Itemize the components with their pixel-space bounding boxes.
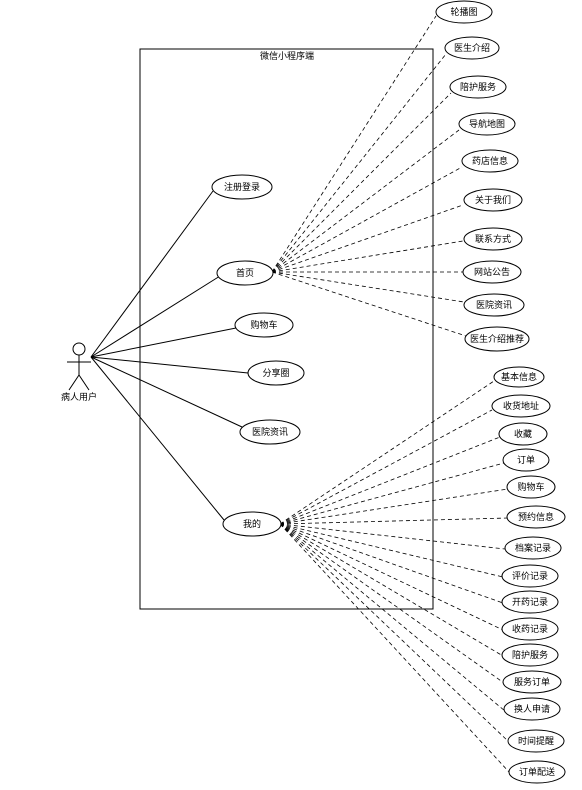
usecase-cart-label: 购物车: [250, 319, 277, 331]
home-item-label: 医生介绍推荐: [470, 333, 524, 345]
mine-item-label: 收药记录: [512, 623, 548, 635]
usecase-mine-item-2: 收藏: [498, 422, 548, 446]
usecase-home-item-6: 联系方式: [463, 227, 523, 251]
usecase-mine-item-5: 预约信息: [506, 505, 566, 529]
mine-include-lines: [279, 380, 511, 774]
usecase-home-item-9: 医生介绍推荐: [464, 326, 530, 352]
mine-item-label: 时间提醒: [518, 735, 554, 747]
usecase-mine-item-12: 换人申请: [503, 697, 561, 721]
usecase-mine-item-10: 陪护服务: [501, 643, 559, 667]
usecase-cart: 购物车: [234, 312, 294, 338]
usecase-mine-item-11: 服务订单: [502, 670, 562, 694]
usecase-mine-item-14: 订单配送: [508, 760, 566, 784]
usecase-home-item-8: 医院资讯: [463, 293, 525, 317]
usecase-home-item-2: 陪护服务: [449, 75, 507, 99]
home-include-lines: [271, 15, 467, 337]
usecase-news: 医院资讯: [239, 419, 301, 445]
home-item-label: 轮播图: [450, 6, 477, 18]
actor-figure: [67, 342, 91, 391]
mine-item-label: 档案记录: [515, 542, 551, 554]
usecase-home-item-7: 网站公告: [462, 260, 522, 284]
mine-item-label: 基本信息: [501, 371, 537, 383]
usecase-mine-item-9: 收药记录: [501, 617, 559, 641]
usecase-home-item-3: 导航地图: [458, 112, 516, 136]
assoc-share: [90, 356, 249, 374]
mine-item-label: 陪护服务: [512, 649, 548, 661]
system-title: 微信小程序端: [260, 50, 314, 62]
system-boundary: [139, 48, 434, 610]
usecase-home-item-4: 药店信息: [461, 149, 519, 173]
usecase-mine-item-3: 订单: [502, 448, 550, 472]
usecase-register-label: 注册登录: [224, 181, 260, 193]
assoc-news: [90, 356, 243, 428]
mine-item-label: 订单配送: [519, 766, 555, 778]
usecase-mine-label: 我的: [243, 518, 261, 530]
usecase-mine-item-6: 档案记录: [504, 536, 562, 560]
assoc-home: [90, 275, 221, 358]
usecase-home-label: 首页: [236, 267, 254, 279]
home-item-label: 导航地图: [469, 118, 505, 130]
usecase-mine-item-13: 时间提醒: [507, 729, 565, 753]
mine-item-label: 开药记录: [512, 597, 548, 608]
actor-label: 病人用户: [61, 391, 97, 403]
usecase-home: 首页: [216, 260, 274, 286]
home-item-label: 药店信息: [472, 155, 508, 167]
assoc-cart: [90, 327, 237, 358]
usecase-news-label: 医院资讯: [252, 426, 288, 438]
usecase-mine-item-8: 开药记录: [501, 590, 559, 614]
usecase-home-item-0: 轮播图: [435, 0, 493, 24]
assoc-mine: [90, 356, 225, 521]
home-item-label: 关于我们: [475, 194, 511, 206]
usecase-mine-item-4: 购物车: [506, 475, 556, 499]
home-item-label: 医院资讯: [476, 299, 512, 311]
home-item-label: 网站公告: [474, 266, 510, 278]
usecase-home-item-1: 医生介绍: [444, 36, 500, 60]
mine-item-label: 预约信息: [518, 511, 554, 523]
mine-item-label: 订单: [517, 454, 535, 466]
usecase-register: 注册登录: [211, 174, 273, 200]
mine-item-label: 评价记录: [512, 571, 548, 582]
association-lines: [90, 190, 249, 521]
usecase-mine-item-1: 收货地址: [491, 394, 551, 418]
mine-item-label: 服务订单: [514, 676, 550, 688]
usecase-mine-item-0: 基本信息: [493, 366, 545, 388]
mine-item-label: 收货地址: [503, 400, 539, 412]
assoc-register: [90, 190, 214, 358]
mine-item-label: 收藏: [514, 428, 532, 440]
usecase-home-item-5: 关于我们: [463, 188, 523, 212]
mine-item-label: 换人申请: [514, 703, 550, 715]
usecase-share: 分享圈: [247, 360, 305, 386]
usecase-mine-item-7: 评价记录: [501, 564, 559, 588]
usecase-mine: 我的: [222, 511, 282, 537]
mine-item-label: 购物车: [517, 481, 544, 493]
home-item-label: 陪护服务: [460, 81, 496, 93]
home-item-label: 联系方式: [475, 233, 511, 245]
usecase-share-label: 分享圈: [262, 367, 289, 379]
home-item-label: 医生介绍: [454, 42, 490, 54]
